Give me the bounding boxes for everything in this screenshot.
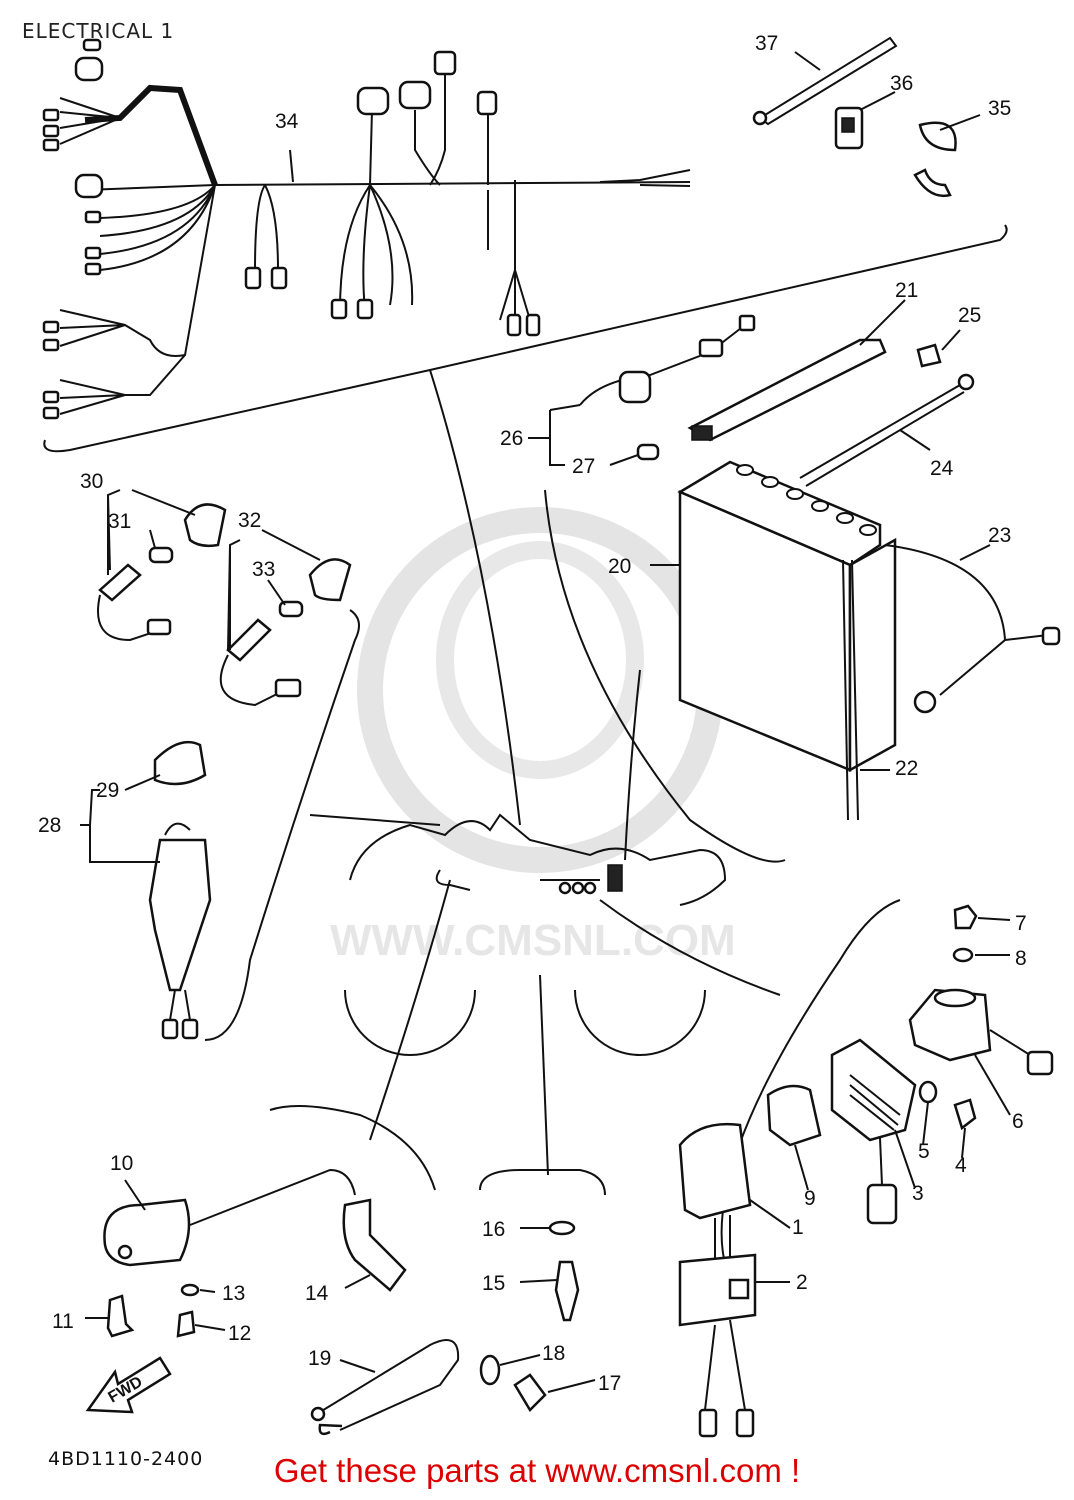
callout-18: 18 — [542, 1342, 565, 1365]
part-14-plug-cap[interactable] — [342, 1198, 407, 1292]
callout-19: 19 — [308, 1347, 331, 1370]
callout-17: 17 — [598, 1372, 621, 1395]
fwd-arrow: FWD — [85, 1356, 172, 1414]
callout-22: 22 — [895, 757, 918, 780]
part-7-nut[interactable] — [953, 904, 978, 930]
callout-35: 35 — [988, 97, 1011, 120]
part-16-washer[interactable] — [548, 1220, 576, 1236]
part-19-lead-wire[interactable] — [310, 1339, 460, 1436]
part-12-bolt[interactable] — [176, 1310, 196, 1338]
callout-23: 23 — [988, 524, 1011, 547]
callout-16: 16 — [482, 1218, 505, 1241]
callout-6: 6 — [1012, 1110, 1024, 1133]
callout-32: 32 — [238, 509, 261, 532]
callout-13: 13 — [222, 1282, 245, 1305]
watermark-text: WWW.CMSNL.COM — [330, 916, 736, 965]
part-4-bolt[interactable] — [953, 1098, 977, 1131]
callout-24: 24 — [930, 457, 954, 480]
part-35-clamp[interactable] — [913, 121, 957, 198]
part-8-washer[interactable] — [952, 947, 974, 963]
part-15-spark-plug[interactable] — [554, 1260, 580, 1322]
callout-2: 2 — [796, 1271, 808, 1294]
part-10-ignition-coil[interactable] — [103, 1168, 356, 1267]
part-2-bracket[interactable] — [678, 1253, 757, 1438]
callout-27: 27 — [572, 455, 595, 478]
callout-33: 33 — [252, 558, 275, 581]
part-20-battery[interactable] — [677, 460, 897, 773]
callout-11: 11 — [52, 1310, 74, 1333]
callout-14: 14 — [305, 1282, 329, 1305]
callout-20: 20 — [608, 555, 631, 578]
callout-8: 8 — [1015, 947, 1027, 970]
callout-31: 31 — [108, 510, 131, 533]
callout-10: 10 — [110, 1152, 133, 1175]
part-5-washer[interactable] — [918, 1080, 938, 1104]
part-28-ignition-coil[interactable] — [148, 822, 212, 1040]
callout-29: 29 — [96, 779, 119, 802]
part-26-condenser[interactable] — [579, 314, 756, 406]
part-21-battery-band[interactable] — [687, 338, 887, 442]
callout-5: 5 — [918, 1140, 930, 1163]
callout-1: 1 — [792, 1216, 804, 1239]
callout-36: 36 — [890, 72, 913, 95]
callout-labels: 1 2 3 4 5 6 7 8 9 10 11 12 13 14 15 16 1… — [38, 32, 1027, 1395]
callout-7: 7 — [1015, 912, 1027, 935]
callout-12: 12 — [228, 1322, 251, 1345]
part-25-bolt[interactable] — [916, 343, 942, 368]
callout-3: 3 — [912, 1182, 924, 1205]
part-36-clamp[interactable] — [834, 106, 864, 150]
part-13-washer[interactable] — [180, 1283, 200, 1297]
callout-28: 28 — [38, 814, 61, 837]
part-27-fuse[interactable] — [636, 443, 660, 461]
locator-leaders — [309, 369, 781, 1176]
part-37-cable-tie[interactable] — [752, 36, 898, 126]
callout-34: 34 — [275, 110, 299, 133]
part-22-breather-pipe[interactable] — [842, 559, 859, 821]
diagram-reference-code: 4BD1110-2400 — [48, 1448, 203, 1470]
part-23-cable[interactable] — [884, 544, 1061, 714]
callout-15: 15 — [482, 1272, 505, 1295]
part-29-cap[interactable] — [153, 740, 207, 786]
callout-25: 25 — [958, 304, 981, 327]
callout-4: 4 — [955, 1154, 967, 1177]
watermark-logo: WWW.CMSNL.COM — [330, 507, 736, 965]
callout-26: 26 — [500, 427, 523, 450]
footer-link[interactable]: Get these parts at www.cmsnl.com ! — [273, 1452, 801, 1489]
part-24-lead[interactable] — [799, 373, 975, 487]
callout-30: 30 — [80, 470, 103, 493]
wire-harness-group[interactable] — [42, 38, 1008, 453]
callout-leaders — [80, 51, 1011, 1393]
part-11-bolt[interactable] — [106, 1294, 135, 1338]
harness-connectors — [42, 38, 541, 420]
callout-9: 9 — [804, 1187, 816, 1210]
section-dividers — [204, 489, 901, 1281]
part-9-relay[interactable] — [766, 1084, 822, 1147]
part-1-cdi-unit[interactable] — [678, 1123, 752, 1260]
part-18-washer[interactable] — [479, 1354, 501, 1386]
callout-21: 21 — [895, 279, 918, 302]
callout-37: 37 — [755, 32, 778, 55]
part-32-33-plug-cap[interactable] — [219, 558, 352, 707]
part-6-starter-relay[interactable] — [908, 988, 1054, 1076]
motorcycle-outline — [344, 813, 727, 1056]
part-3-rectifier-regulator[interactable] — [830, 1038, 917, 1225]
part-17-bolt[interactable] — [513, 1373, 547, 1413]
